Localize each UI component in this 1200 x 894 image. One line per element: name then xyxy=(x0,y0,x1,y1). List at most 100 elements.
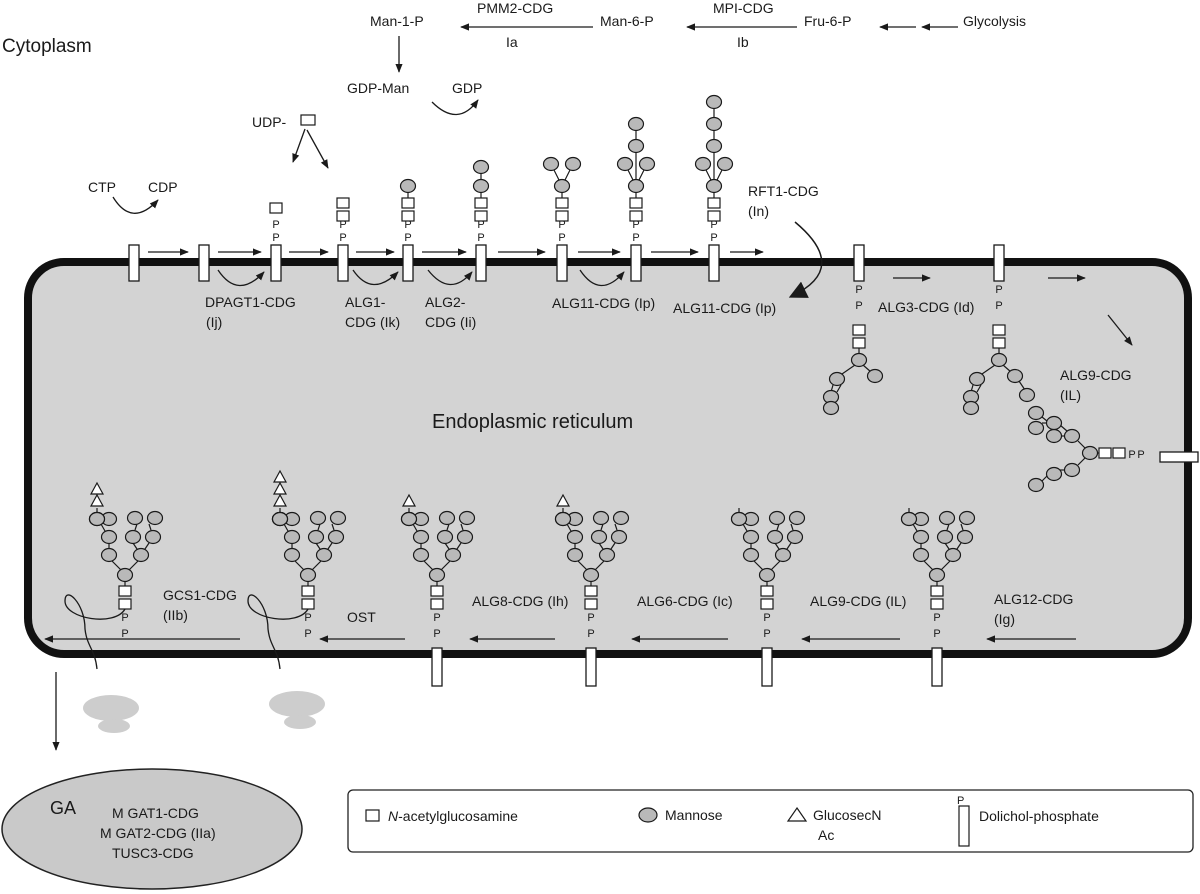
glcnac-square xyxy=(474,197,488,209)
glycan-bond xyxy=(981,364,996,375)
mannose-circle xyxy=(612,510,630,526)
ib-label: Ib xyxy=(737,34,749,50)
mannose-circle xyxy=(598,547,616,563)
ribosome-small xyxy=(98,719,130,733)
mannose-circle xyxy=(786,529,804,545)
mannose-circle xyxy=(1006,368,1024,384)
glcnac-square xyxy=(852,337,866,349)
mannose-circle xyxy=(866,368,884,384)
glycan-bond xyxy=(553,169,560,181)
glycan-bond xyxy=(440,559,452,571)
mannose-circle xyxy=(627,116,645,132)
phosphate-label: P xyxy=(933,612,940,624)
man1p-label: Man-1-P xyxy=(370,13,424,29)
ga-line-1: M GAT1-CDG xyxy=(112,805,199,821)
dolichol-top xyxy=(198,244,210,282)
glycan-bond xyxy=(422,559,434,571)
mannose-circle xyxy=(428,567,446,583)
glcnac-square xyxy=(629,210,643,222)
glycan-bond xyxy=(460,523,464,531)
mannose-circle xyxy=(456,529,474,545)
glcnac-square xyxy=(336,210,350,222)
man6p-label: Man-6-P xyxy=(600,13,654,29)
dolichol-top xyxy=(402,244,414,282)
mannose-circle xyxy=(329,510,347,526)
mannose-circle xyxy=(828,371,846,387)
phosphate-label: P xyxy=(272,232,279,244)
mannose-circle xyxy=(472,178,490,194)
mannose-circle xyxy=(315,547,333,563)
dpagt1-label-1: DPAGT1-CDG xyxy=(205,294,296,310)
dolichol-horizontal xyxy=(1159,451,1199,463)
alg6-label: ALG6-CDG (Ic) xyxy=(637,593,733,609)
phosphate-label: P xyxy=(855,284,862,296)
glycan-bond xyxy=(331,523,335,531)
mannose-circle xyxy=(100,529,118,545)
phosphate-label: P xyxy=(710,219,717,231)
legend-box xyxy=(347,789,1194,853)
glycan-bond xyxy=(638,169,645,181)
glycan-bond xyxy=(564,169,571,181)
mannose-circle xyxy=(1027,405,1045,421)
gcs1-label-1: GCS1-CDG xyxy=(163,587,237,603)
glycan-bond xyxy=(600,523,604,531)
phosphate-label: P xyxy=(587,612,594,624)
glycan-bond xyxy=(283,523,289,532)
mannose-circle xyxy=(400,511,418,527)
mpi-label: MPI-CDG xyxy=(713,0,774,16)
phosphate-label: P xyxy=(995,284,1002,296)
mannose-circle xyxy=(944,547,962,563)
alg9a-label-1: ALG9-CDG xyxy=(1060,367,1132,383)
glycan-bond xyxy=(327,542,333,550)
ga-line-3: TUSC3-CDG xyxy=(112,845,194,861)
glycan-bond xyxy=(1041,416,1048,422)
ribosome-small xyxy=(284,715,316,729)
dolichol-top xyxy=(708,244,720,282)
glucose-triangle xyxy=(272,469,288,483)
mannose-circle xyxy=(564,156,582,172)
dolichol-bottom xyxy=(761,647,773,687)
dpagt1-arrow xyxy=(217,269,265,287)
udp-label: UDP- xyxy=(252,114,287,130)
mannose-circle xyxy=(774,547,792,563)
mannose-circle xyxy=(936,529,954,545)
phosphate-label: P xyxy=(763,628,770,640)
mannose-circle xyxy=(912,529,930,545)
mannose-circle xyxy=(412,547,430,563)
glcnac-square xyxy=(301,598,315,610)
glycan-bond xyxy=(752,559,764,571)
glcnac-square xyxy=(760,585,774,597)
glucose-triangle xyxy=(272,493,288,507)
glcnac-square xyxy=(584,598,598,610)
glycan-bond xyxy=(922,559,934,571)
phosphate-label: P xyxy=(304,628,311,640)
glycan-bond xyxy=(976,384,982,393)
glycan-bond xyxy=(293,559,305,571)
mannose-circle xyxy=(472,159,490,175)
mannose-circle xyxy=(742,547,760,563)
phosphate-label: P xyxy=(933,628,940,640)
glycolysis-label: Glycolysis xyxy=(963,13,1026,29)
glycan-bond xyxy=(317,523,321,531)
glycan-bond xyxy=(841,364,856,375)
mannose-circle xyxy=(990,352,1008,368)
glycan-bond xyxy=(134,523,138,531)
glcnac-square xyxy=(707,197,721,209)
dolichol-top xyxy=(630,244,642,282)
glcnac-square xyxy=(430,585,444,597)
glcnac-square xyxy=(401,210,415,222)
ribosome-large xyxy=(83,695,139,721)
ga-label: GA xyxy=(50,798,76,818)
mannose-circle xyxy=(766,529,784,545)
fru6p-label: Fru-6-P xyxy=(804,13,851,29)
phosphate-label: P xyxy=(1137,449,1144,461)
mannose-circle xyxy=(1027,420,1045,436)
legend-dolichol-icon xyxy=(958,805,970,847)
ribosome-large xyxy=(269,691,325,717)
dolichol-anchors xyxy=(128,244,1199,687)
phosphate-label: P xyxy=(433,612,440,624)
alg1-label-1: ALG1- xyxy=(345,294,386,310)
mannose-circle xyxy=(566,547,584,563)
gdpman-label: GDP-Man xyxy=(347,80,409,96)
